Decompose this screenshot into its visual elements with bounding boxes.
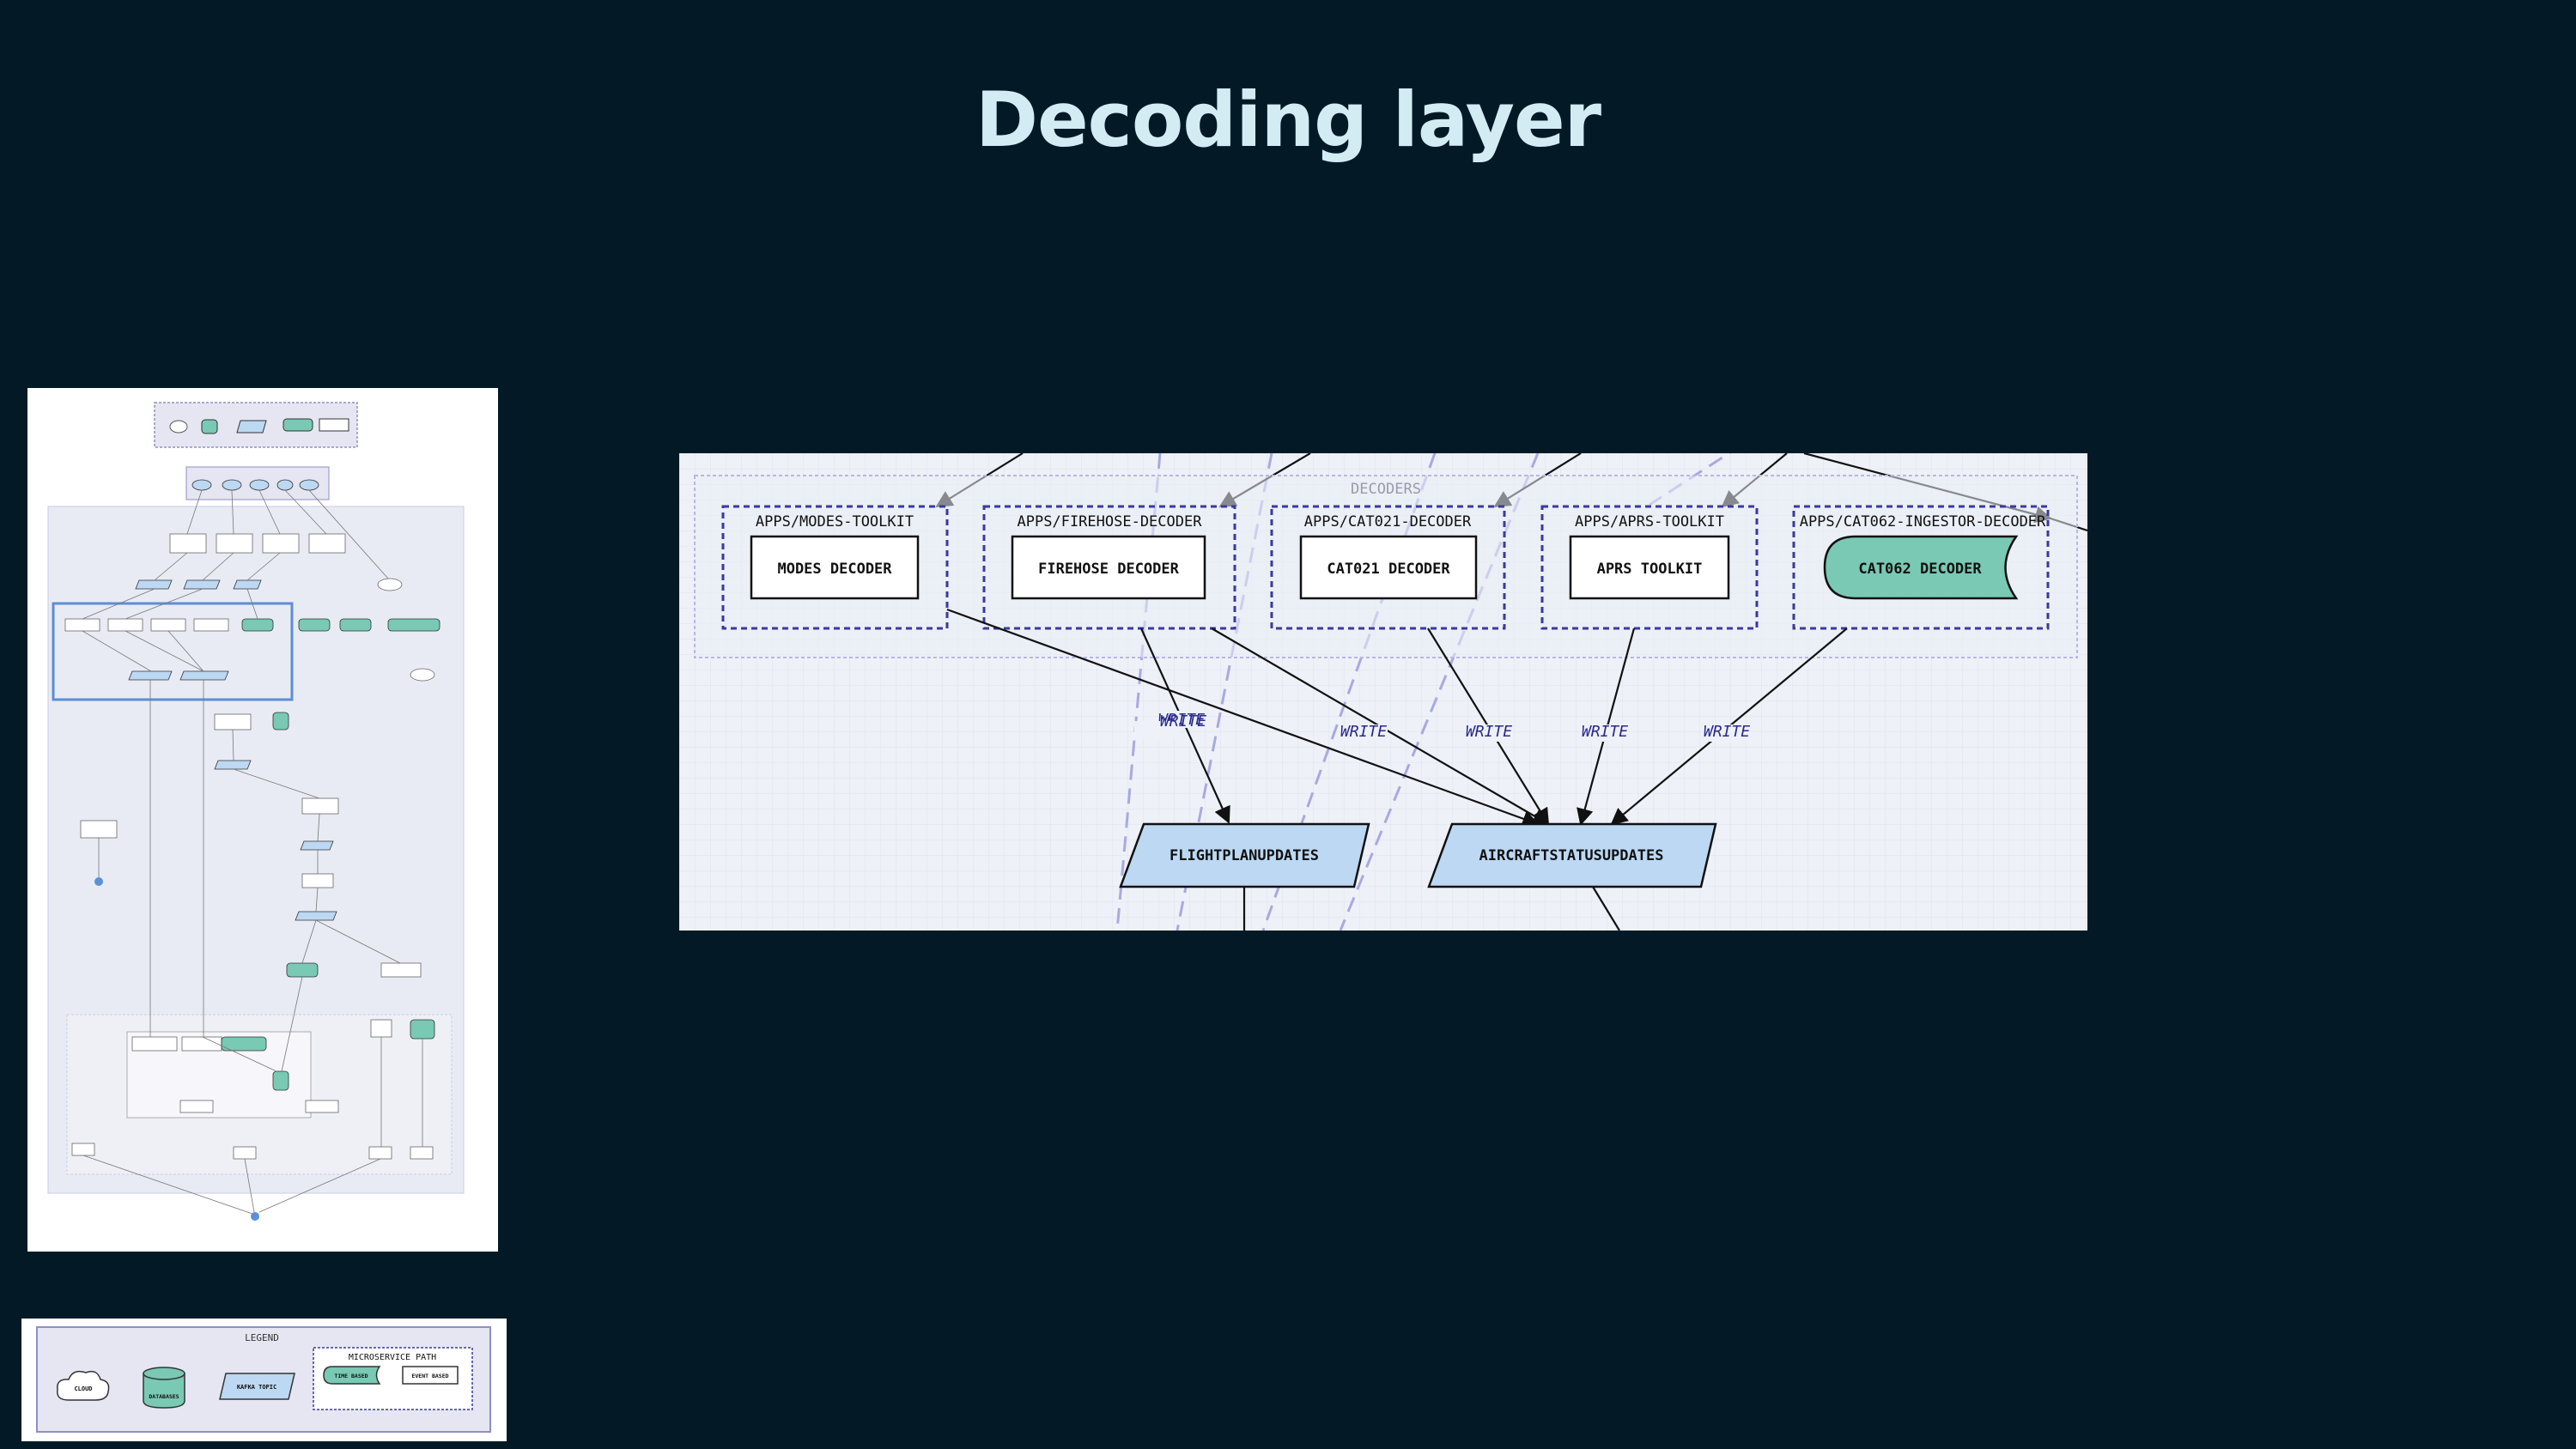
decoder-firehose-decoder[interactable]: APPS/FIREHOSE-DECODER FIREHOSE DECODER <box>982 505 1236 630</box>
topic-aircraftstatusupdates[interactable]: AIRCRAFTSTATUSUPDATES <box>1427 822 1717 888</box>
outgoing-connectors <box>1242 886 1620 931</box>
legend-microservice-path-label: MICROSERVICE PATH <box>349 1353 436 1362</box>
decoder-name: CAT021 DECODER <box>1327 561 1450 578</box>
decoder-app-label: APPS/MODES-TOOLKIT <box>756 513 914 530</box>
write-label: WRITE <box>1466 723 1512 741</box>
decoder-cat062-ingestor-decoder[interactable]: APPS/CAT062-INGESTOR-DECODER CAT062 DECO… <box>1792 505 2050 630</box>
decoder-name: APRS TOOLKIT <box>1597 561 1703 578</box>
time-based-icon <box>323 1366 381 1385</box>
decoder-name: FIREHOSE DECODER <box>1038 561 1180 578</box>
decoder-app-label: APPS/CAT021-DECODER <box>1304 513 1472 530</box>
decoder-app-label: APPS/CAT062-INGESTOR-DECODER <box>1800 513 2046 530</box>
decoders-group-label: DECODERS <box>1351 481 1421 498</box>
write-label: WRITE <box>1704 723 1750 741</box>
slide-title: Decoding layer <box>975 76 1601 164</box>
topic-name: FLIGHTPLANUPDATES <box>1170 847 1319 864</box>
event-based-icon <box>402 1366 459 1385</box>
legend-panel: LEGEND CLOUD DATABASES KAFKA TOPIC MICRO… <box>21 1319 507 1441</box>
write-label: WRITE <box>1582 723 1628 741</box>
database-icon <box>143 1373 185 1409</box>
decoder-name: CAT062 DECODER <box>1858 561 1982 578</box>
legend-kafka-topic: KAFKA TOPIC <box>219 1373 295 1400</box>
legend-database: DATABASES <box>143 1367 185 1409</box>
write-label: WRITE <box>1160 712 1206 731</box>
kafka-topic-icon <box>219 1373 295 1400</box>
write-label: WRITE <box>1340 723 1387 741</box>
detail-diagram-canvas: DECODERS APPS/MODES-TOOLKIT MODES DECODE… <box>679 453 2087 931</box>
decoder-name: MODES DECODER <box>777 561 892 578</box>
legend-microservice-path: MICROSERVICE PATH TIME BASED EVENT BASED <box>313 1347 473 1410</box>
decoder-app-label: APPS/APRS-TOOLKIT <box>1575 513 1724 530</box>
topic-flightplanupdates[interactable]: FLIGHTPLANUPDATES <box>1119 822 1370 888</box>
legend-cloud-label: CLOUD <box>74 1385 92 1392</box>
legend-cloud: CLOUD <box>57 1370 110 1401</box>
decoder-app-label: APPS/FIREHOSE-DECODER <box>1018 513 1203 530</box>
decoder-modes-toolkit[interactable]: APPS/MODES-TOOLKIT MODES DECODER <box>721 505 949 630</box>
overview-diagram <box>47 402 465 1221</box>
decoder-aprs-toolkit[interactable]: APPS/APRS-TOOLKIT APRS TOOLKIT <box>1540 505 1759 630</box>
write-labels: WRITE WRITE WRITE WRITE WRITE WRITE <box>1134 711 1751 742</box>
legend-title: LEGEND <box>245 1332 279 1343</box>
cloud-icon <box>57 1370 110 1401</box>
legend-event-based-label: EVENT BASED <box>411 1373 448 1379</box>
legend-diagram: LEGEND CLOUD DATABASES KAFKA TOPIC MICRO… <box>36 1326 491 1433</box>
topic-name: AIRCRAFTSTATUSUPDATES <box>1479 847 1664 864</box>
decoding-layer-detail-diagram: DECODERS APPS/MODES-TOOLKIT MODES DECODE… <box>679 453 2087 931</box>
legend-database-label: DATABASES <box>149 1393 179 1400</box>
legend-kafka-topic-label: KAFKA TOPIC <box>237 1384 276 1391</box>
architecture-overview-thumbnail <box>27 388 498 1252</box>
legend-time-based-label: TIME BASED <box>334 1373 368 1379</box>
decoder-cat021-decoder[interactable]: APPS/CAT021-DECODER CAT021 DECODER <box>1270 505 1506 630</box>
